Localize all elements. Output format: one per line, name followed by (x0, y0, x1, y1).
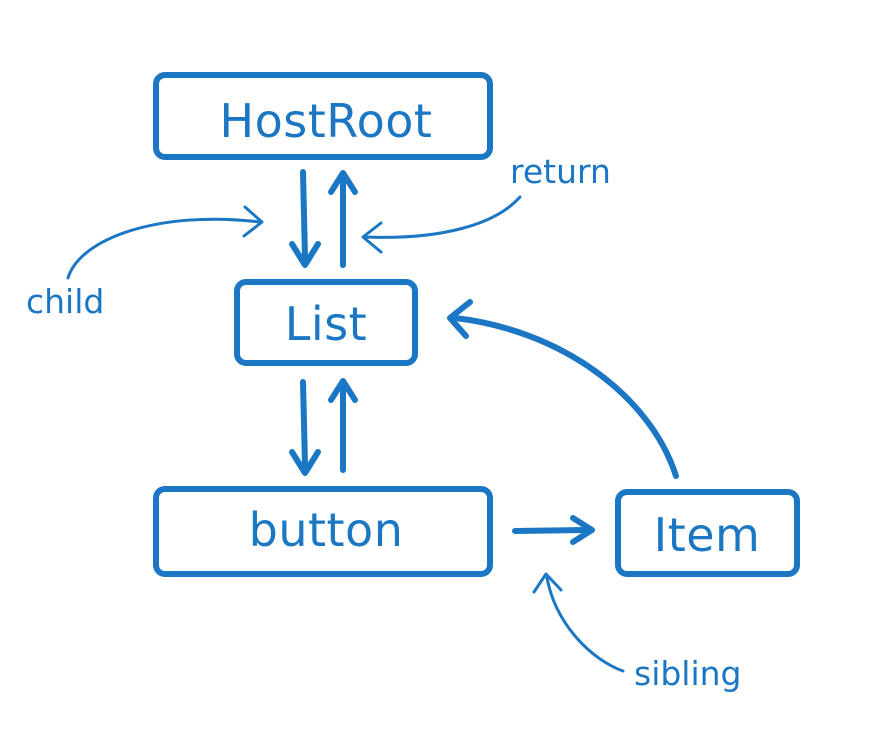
child-arrow-head (289, 241, 321, 268)
child-arrow-head-2 (289, 449, 321, 476)
edge-list-to-button-child (289, 379, 321, 476)
node-list-box (234, 279, 418, 366)
node-button-label: button (249, 503, 404, 557)
node-hostroot-box (153, 72, 493, 160)
edge-button-to-list-return (328, 378, 358, 473)
annotation-child: child (26, 205, 264, 321)
annotation-sibling-pointer-head (532, 572, 563, 594)
annotation-child-label: child (26, 282, 104, 321)
return-arrow-head (328, 170, 358, 195)
node-list: List (234, 279, 418, 366)
sibling-arrow-head (570, 515, 595, 545)
node-item: Item (615, 489, 800, 577)
item-return-arrow-curve (452, 315, 679, 479)
node-list-label: List (285, 297, 367, 351)
edge-button-to-item-sibling (512, 515, 595, 545)
node-button: button (153, 486, 493, 577)
node-item-label: Item (654, 508, 761, 562)
edge-item-to-list-return (447, 299, 679, 479)
item-return-arrow-head (447, 299, 473, 339)
edge-list-to-hostroot-return (328, 170, 358, 268)
child-arrow-shaft (300, 169, 308, 261)
annotation-sibling-label: sibling (634, 654, 742, 693)
node-hostroot-label: HostRoot (220, 94, 433, 148)
annotation-return-label: return (510, 152, 611, 191)
annotation-child-pointer (66, 217, 262, 280)
node-item-box (615, 489, 800, 577)
annotation-return-pointer (363, 195, 522, 239)
annotation-child-pointer-head (242, 205, 264, 238)
node-hostroot: HostRoot (153, 72, 493, 160)
annotation-return-pointer-head (361, 221, 383, 254)
child-arrow-shaft-2 (300, 379, 308, 468)
sibling-arrow-shaft (512, 527, 589, 534)
node-button-box (153, 486, 493, 577)
edge-hostroot-to-list-child (289, 169, 321, 268)
annotation-sibling-pointer (545, 576, 625, 673)
annotation-return: return (361, 152, 611, 254)
return-arrow-head-2 (328, 378, 358, 403)
annotation-sibling: sibling (532, 572, 742, 693)
